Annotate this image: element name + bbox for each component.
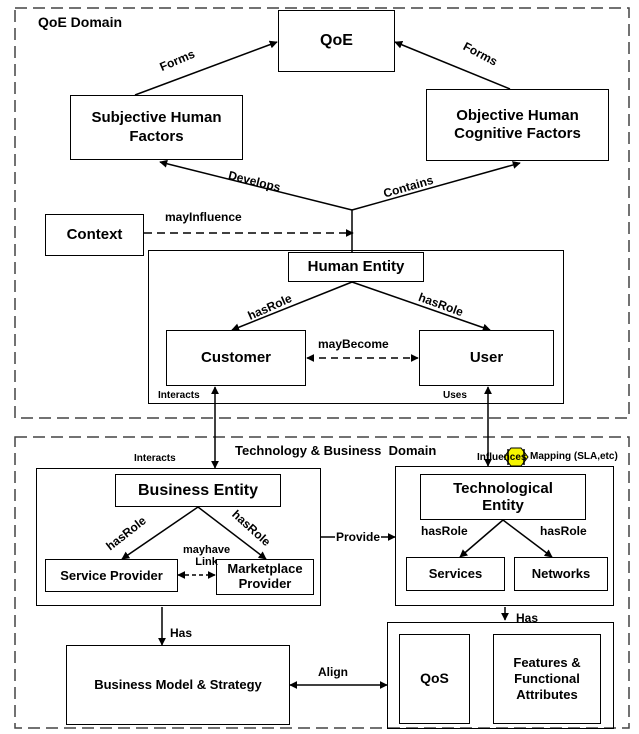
has-role-user-edge <box>351 281 491 332</box>
contains-edge <box>351 161 521 211</box>
qoe-domain-title: QoE Domain <box>38 14 123 30</box>
customer-box: Customer <box>166 330 306 386</box>
interacts-bottom-label: Interacts <box>134 453 176 464</box>
tech-domain-title: Technology & Business Domain <box>235 443 437 458</box>
tech-domain-boundary <box>14 436 630 729</box>
has-right-label: Has <box>516 611 539 625</box>
has-role-networks-label: hasRole <box>540 524 587 538</box>
technological-entity-box: Technological Entity <box>420 474 586 520</box>
has-role-customer-edge <box>231 281 353 332</box>
align-label: Align <box>318 665 348 679</box>
provide-label: Provide <box>335 530 382 544</box>
qoe-domain-boundary <box>14 7 630 419</box>
forms-left-edge <box>134 40 278 96</box>
qoe-box: QoE <box>278 10 395 72</box>
business-entity-container <box>36 468 321 606</box>
forms-right-edge <box>394 41 511 90</box>
technological-entity-container <box>395 466 614 606</box>
influences-label: Influences <box>477 452 527 463</box>
business-model-strategy-box: Business Model & Strategy <box>66 645 290 725</box>
context-box: Context <box>45 214 144 256</box>
user-box: User <box>419 330 554 386</box>
has-left-label: Has <box>170 626 193 640</box>
develops-edge <box>159 159 353 211</box>
networks-box: Networks <box>514 557 608 591</box>
service-provider-box: Service Provider <box>45 559 178 592</box>
quality-container <box>387 622 614 729</box>
may-influence-label: mayInfluence <box>165 210 242 224</box>
subjective-human-factors-box: Subjective Human Factors <box>70 95 243 160</box>
has-role-services-label: hasRole <box>421 524 468 538</box>
services-box: Services <box>406 557 505 591</box>
may-have-link-label: mayhave Link <box>183 544 231 569</box>
has-role-service-edge <box>121 506 199 560</box>
has-role-market-edge <box>197 506 267 560</box>
qos-box: QoS <box>399 634 470 724</box>
human-entity-container <box>148 250 564 404</box>
interacts-top-label: Interacts <box>158 390 200 401</box>
objective-human-cognitive-factors-box: Objective Human Cognitive Factors <box>426 89 609 161</box>
business-entity-box: Business Entity <box>115 474 281 507</box>
has-role-services-edge <box>459 519 504 558</box>
has-role-networks-edge <box>502 519 553 558</box>
uses-label: Uses <box>443 390 467 401</box>
may-become-label: mayBecome <box>318 337 389 351</box>
mapping-label: Mapping (SLA,etc) <box>530 451 618 462</box>
features-functional-attributes-box: Features & Functional Attributes <box>493 634 601 724</box>
marketplace-provider-box: Marketplace Provider <box>216 559 314 595</box>
human-entity-box: Human Entity <box>288 252 424 282</box>
